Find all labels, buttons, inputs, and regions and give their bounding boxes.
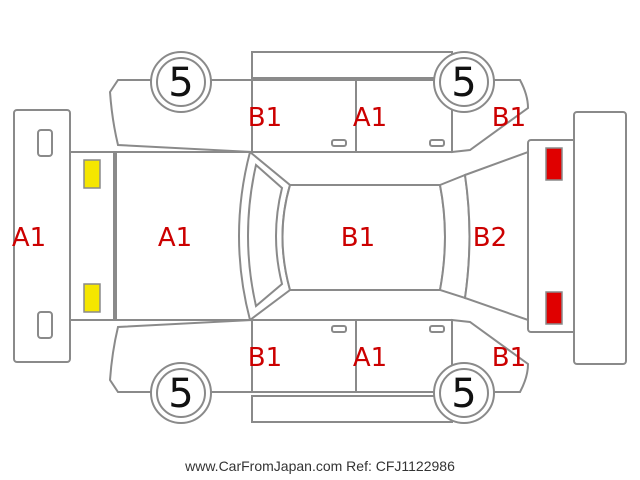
rear-bumper [573,111,627,365]
tire-front-right: 5 [150,362,212,424]
rear-window [438,173,471,300]
code-left-rear-quarter: B1 [492,103,526,133]
code-left-front-door: B1 [248,103,282,133]
taillight-top [545,147,563,181]
footer-reference: www.CarFromJapan.com Ref: CFJ1122986 [184,458,455,474]
tire-rear-right: 5 [433,362,495,424]
tire-rear-right-label: 5 [451,371,476,417]
windshield-inner [247,163,284,308]
taillight-bottom [545,291,563,325]
left-rear-door-handle [429,139,445,147]
code-left-rear-door: A1 [353,103,387,133]
code-right-front-door: B1 [248,343,282,373]
right-rocker-bottom [251,395,453,423]
left-rocker-top [251,51,453,79]
code-trunk: B2 [473,223,507,253]
left-front-door-handle [331,139,347,147]
tire-rear-left-label: 5 [451,60,476,106]
code-right-rear-quarter: B1 [492,343,526,373]
tire-front-right-label: 5 [168,371,193,417]
headlight-bottom [83,283,101,313]
tire-front-left-label: 5 [168,60,193,106]
headlight-top [83,159,101,189]
trunk-panel [463,150,529,322]
code-front-bumper: A1 [12,223,46,253]
code-roof: B1 [341,223,375,253]
right-rear-door-handle [429,325,445,333]
tire-rear-left: 5 [433,51,495,113]
front-bumper-vent-bottom [37,311,53,339]
front-bumper-vent-top [37,129,53,157]
code-hood: A1 [158,223,192,253]
code-right-rear-door: A1 [353,343,387,373]
right-front-door-handle [331,325,347,333]
tire-front-left: 5 [150,51,212,113]
